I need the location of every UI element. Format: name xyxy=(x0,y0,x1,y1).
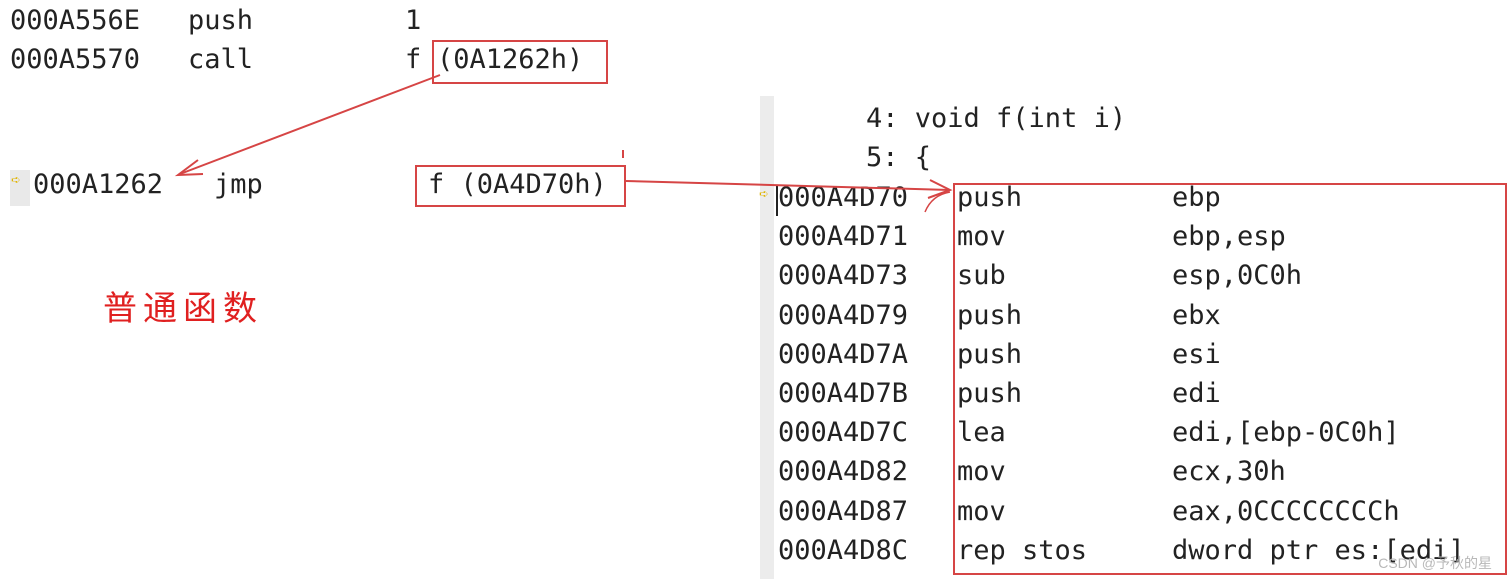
caption-label: 普通函数 xyxy=(103,289,263,329)
address: 000A4D7C xyxy=(778,417,909,448)
opcode: sub xyxy=(957,260,1006,291)
opcode: push xyxy=(188,5,254,36)
opcode: call xyxy=(188,44,254,75)
operand: dword ptr es:[edi] xyxy=(1172,535,1465,566)
address: 000A4D82 xyxy=(778,456,909,487)
address: 000A4D87 xyxy=(778,496,909,527)
arrow-curl xyxy=(924,191,951,213)
address: 000A4D71 xyxy=(778,221,909,252)
operand-target: (0A1262h) xyxy=(437,44,584,75)
source-line: 5: { xyxy=(866,142,932,173)
source-line: 4: void f(int i) xyxy=(866,103,1127,134)
operand: edi,[ebp-0C0h] xyxy=(1172,417,1400,448)
opcode: push xyxy=(957,300,1023,331)
address: 000A4D7B xyxy=(778,378,909,409)
addr-line-1: 000A556E xyxy=(10,4,140,38)
operand: ebp,esp xyxy=(1172,221,1286,252)
operand: edi xyxy=(1172,378,1221,409)
operand: 1 xyxy=(405,5,422,36)
yellow-arrow-icon: ➪ xyxy=(11,170,21,189)
opcode: lea xyxy=(957,417,1006,448)
arrow-line xyxy=(625,180,951,191)
arrow-line xyxy=(179,74,441,175)
address: 000A1262 xyxy=(33,169,164,200)
operand: f (0A4D70h) xyxy=(428,169,607,200)
opcode: push xyxy=(957,378,1023,409)
yellow-arrow-icon: ➪ xyxy=(759,184,769,203)
text-cursor xyxy=(776,186,778,216)
operand-name: f xyxy=(405,44,422,75)
address: 000A4D73 xyxy=(778,260,909,291)
call-target-highlight xyxy=(432,40,608,84)
operand: ebx xyxy=(1172,300,1221,331)
jmp-target-highlight xyxy=(415,165,626,207)
watermark: CSDN @予秋的星 xyxy=(1378,555,1492,571)
opcode: mov xyxy=(957,496,1006,527)
operand: esp,0C0h xyxy=(1172,260,1303,291)
opcode: mov xyxy=(957,221,1006,252)
arrow-head xyxy=(174,159,204,177)
arrow-head xyxy=(927,179,953,199)
address: 000A556E xyxy=(10,5,141,36)
operand: ebp xyxy=(1172,182,1221,213)
disasm-gutter xyxy=(760,96,774,579)
address: 000A5570 xyxy=(10,44,141,75)
opcode: jmp xyxy=(214,169,263,200)
operand: esi xyxy=(1172,339,1221,370)
operand: ecx,30h xyxy=(1172,456,1286,487)
opcode: mov xyxy=(957,456,1006,487)
address: 000A4D79 xyxy=(778,300,909,331)
opcode: push xyxy=(957,339,1023,370)
line-gutter xyxy=(10,170,30,206)
opcode: push xyxy=(957,182,1023,213)
operand: eax,0CCCCCCCCh xyxy=(1172,496,1400,527)
red-tick-mark xyxy=(622,150,624,158)
address: 000A4D8C xyxy=(778,535,909,566)
function-body-highlight xyxy=(953,183,1507,575)
address: 000A4D7A xyxy=(778,339,909,370)
opcode: rep stos xyxy=(957,535,1088,566)
